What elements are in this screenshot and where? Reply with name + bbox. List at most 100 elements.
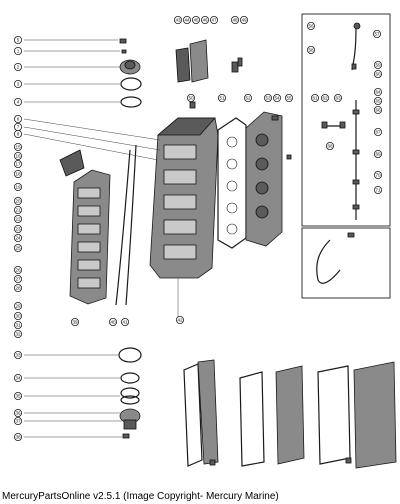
callout-7: 7 — [13, 123, 22, 132]
svg-text:25: 25 — [15, 246, 21, 251]
callout-34: 34 — [13, 373, 22, 382]
svg-text:24: 24 — [15, 236, 21, 241]
callout-5: 5 — [13, 36, 22, 45]
bottom-covers — [183, 359, 397, 469]
svg-text:71: 71 — [375, 188, 381, 193]
svg-text:15: 15 — [15, 145, 21, 150]
callout-60: 60 — [373, 70, 382, 79]
svg-text:58: 58 — [308, 48, 314, 53]
leader-lines — [23, 39, 161, 438]
engine-block — [149, 117, 219, 318]
callout-6: 6 — [13, 115, 22, 124]
svg-text:56: 56 — [308, 24, 314, 29]
svg-text:21: 21 — [15, 208, 21, 213]
svg-text:26: 26 — [15, 268, 21, 273]
gasket-strips — [115, 144, 137, 306]
svg-text:66: 66 — [375, 108, 381, 113]
callout-58: 58 — [306, 46, 315, 55]
callout-24: 24 — [13, 233, 22, 242]
callout-47: 47 — [209, 15, 218, 24]
svg-text:22: 22 — [15, 217, 21, 222]
callout-64: 64 — [373, 88, 382, 97]
svg-text:57: 57 — [374, 32, 380, 37]
lower-left-parts — [118, 347, 142, 439]
svg-text:37: 37 — [15, 419, 21, 424]
callout-32: 32 — [13, 329, 22, 338]
callout-44: 44 — [182, 15, 191, 24]
callout-57: 57 — [372, 29, 381, 38]
svg-text:29: 29 — [15, 304, 21, 309]
svg-text:5: 5 — [17, 38, 20, 43]
callout-1: 1 — [13, 47, 22, 56]
svg-text:2: 2 — [17, 65, 20, 70]
svg-text:68: 68 — [327, 144, 333, 149]
svg-text:28: 28 — [15, 286, 21, 291]
callout-35: 35 — [13, 391, 22, 400]
callout-22: 22 — [13, 214, 22, 223]
svg-text:31: 31 — [15, 323, 21, 328]
svg-text:55: 55 — [286, 96, 292, 101]
callout-54: 54 — [272, 94, 281, 103]
callout-33: 33 — [13, 350, 22, 359]
callout-26: 26 — [13, 265, 22, 274]
callout-67: 67 — [373, 127, 382, 136]
svg-text:6: 6 — [17, 117, 20, 122]
svg-text:52: 52 — [245, 96, 251, 101]
svg-text:50: 50 — [188, 96, 194, 101]
callout-29: 29 — [13, 301, 22, 310]
svg-text:27: 27 — [15, 277, 21, 282]
svg-text:53: 53 — [265, 96, 271, 101]
callout-71: 71 — [373, 185, 382, 194]
svg-text:30: 30 — [15, 314, 21, 319]
svg-text:41: 41 — [122, 320, 128, 325]
copyright-footer: MercuryPartsOnline v2.5.1 (Image Copyrig… — [2, 491, 279, 502]
svg-text:69: 69 — [375, 152, 381, 157]
svg-text:49: 49 — [241, 18, 247, 23]
callout-18: 18 — [13, 169, 22, 178]
callout-31: 31 — [13, 320, 22, 329]
top-center-parts — [175, 39, 292, 160]
svg-text:20: 20 — [15, 199, 21, 204]
callout-59: 59 — [373, 61, 382, 70]
crankcase-cover — [59, 149, 111, 305]
svg-text:36: 36 — [15, 411, 21, 416]
inset-hoses — [301, 13, 391, 227]
callout-30: 30 — [13, 311, 22, 320]
callout-46: 46 — [200, 15, 209, 24]
callout-2: 2 — [13, 63, 22, 72]
callout-38: 38 — [13, 432, 22, 441]
svg-text:40: 40 — [110, 320, 116, 325]
callout-16: 16 — [13, 151, 22, 160]
svg-text:8: 8 — [17, 132, 20, 137]
callout-62: 62 — [320, 94, 329, 103]
svg-text:44: 44 — [184, 18, 190, 23]
callout-45: 45 — [191, 15, 200, 24]
callout-23: 23 — [13, 224, 22, 233]
svg-text:23: 23 — [15, 227, 21, 232]
svg-text:45: 45 — [193, 18, 199, 23]
svg-text:35: 35 — [15, 394, 21, 399]
callout-49: 49 — [239, 15, 248, 24]
svg-text:33: 33 — [15, 353, 21, 358]
svg-text:60: 60 — [375, 72, 381, 77]
callout-17: 17 — [13, 159, 22, 168]
callout-70: 70 — [373, 170, 382, 179]
cylinder-head — [245, 111, 283, 247]
svg-text:19: 19 — [15, 185, 21, 190]
callout-41: 41 — [121, 317, 130, 326]
svg-text:16: 16 — [15, 154, 21, 159]
svg-text:39: 39 — [72, 320, 78, 325]
callout-51: 51 — [217, 94, 226, 103]
svg-text:62: 62 — [322, 96, 328, 101]
inset-wire — [301, 227, 391, 299]
callout-37: 37 — [13, 416, 22, 425]
callout-61: 61 — [310, 94, 319, 103]
svg-text:4: 4 — [17, 100, 20, 105]
svg-text:63: 63 — [335, 96, 341, 101]
svg-text:42: 42 — [177, 318, 183, 323]
callout-39: 39 — [71, 317, 80, 326]
callout-56: 56 — [306, 21, 315, 30]
callout-8: 8 — [13, 129, 22, 138]
callout-55: 55 — [284, 94, 293, 103]
callout-27: 27 — [13, 274, 22, 283]
